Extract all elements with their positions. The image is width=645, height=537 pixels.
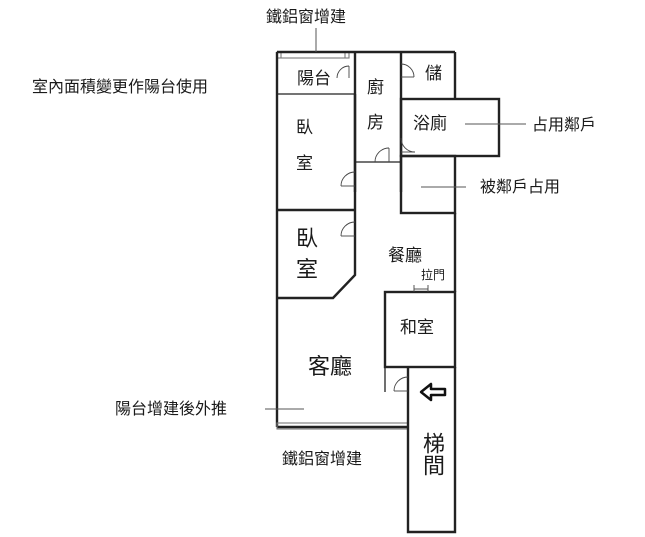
room-dining: 餐廳 [388,246,422,266]
room-living: 客廳 [308,355,353,380]
room-storage: 儲 [425,64,442,84]
room-stair: 梯間 [419,432,444,476]
door-storage [400,63,415,78]
tatami-box [383,290,457,369]
room-bedroom1-1: 臥 [296,118,313,138]
room-balcony: 陽台 [297,69,331,89]
note-bottom-window: 鐵鋁窗增建 [282,449,363,468]
room-bedroom2-2: 室 [296,258,319,283]
neighbor-occupied-box [399,154,457,215]
note-top-window: 鐵鋁窗增建 [266,7,347,26]
door-balcony [336,65,350,79]
arrow-left-icon [419,382,447,402]
room-bathroom: 浴廁 [413,114,447,134]
door-stair [393,376,409,392]
door-bedroom2 [340,221,356,237]
note-indoor-balcony: 室內面積變更作陽台使用 [32,77,209,96]
stair-box [406,367,457,534]
room-tatami: 和室 [400,318,434,338]
room-sliding-door: 拉門 [421,268,446,282]
room-bedroom1-2: 室 [296,154,313,174]
sliding-door-marks [413,285,429,292]
door-bathroom [400,137,416,153]
note-occupied-by-neighbor: 被鄰戶占用 [480,177,561,196]
door-bedroom1 [340,171,356,187]
room-kitchen-2: 房 [367,113,384,133]
note-balcony-push: 陽台增建後外推 [115,399,228,418]
note-occupy-neighbor: 占用鄰戶 [532,115,597,134]
wall-bedroom2 [277,210,357,300]
room-bedroom2-1: 臥 [296,227,319,252]
door-kitchen [374,147,390,163]
room-kitchen-1: 廚 [367,78,384,98]
